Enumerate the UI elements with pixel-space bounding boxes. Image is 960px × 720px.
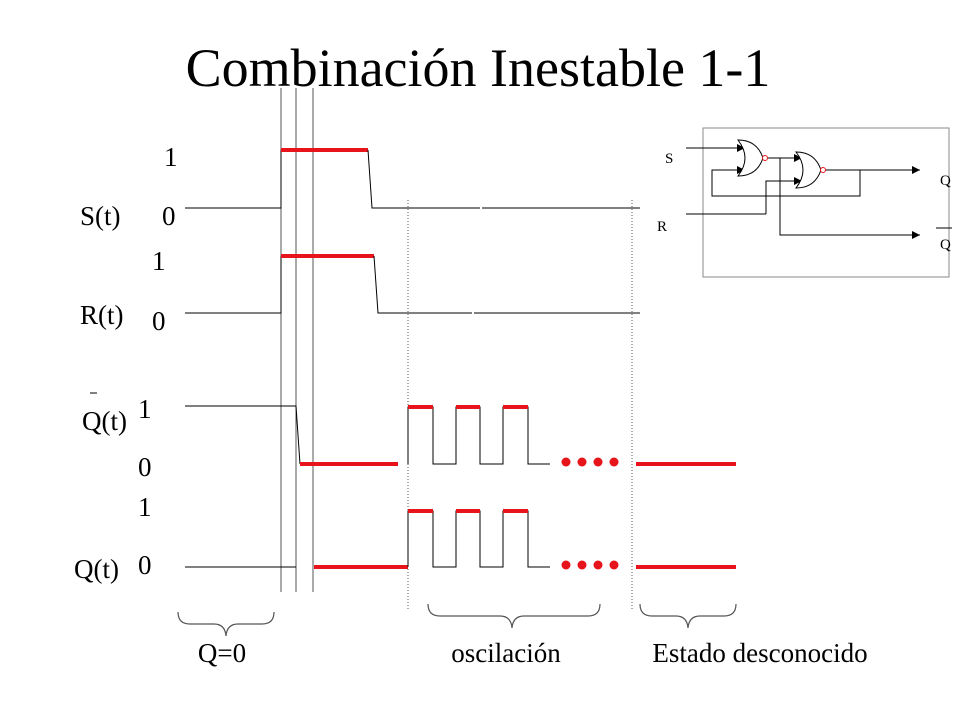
qbar-waveform: [185, 405, 736, 466]
phase-braces: [177, 603, 737, 637]
nor-gate-1: [736, 139, 768, 177]
ellipsis-dot: [609, 457, 619, 467]
circuit-qbar-label: Q: [940, 237, 951, 253]
r-signal-label: R(t): [80, 300, 124, 330]
qbar-level-zero: 0: [138, 452, 152, 482]
qbar-ellipsis-dots: [561, 457, 619, 467]
q-level-zero: 0: [138, 550, 152, 580]
ellipsis-dot: [561, 560, 571, 570]
s-wave-fall-low: [367, 149, 480, 209]
ellipsis-dot: [577, 457, 587, 467]
time-guides: [280, 88, 314, 592]
s-signal-label: S(t): [80, 201, 121, 231]
brace-q-zero: [177, 611, 275, 637]
r-wave-low-rise: [185, 256, 282, 314]
circuit-q-label: Q: [940, 173, 951, 189]
arrow-gate2-in-b: [794, 177, 802, 185]
arrow-s-input: [737, 144, 745, 152]
r-level-one: 1: [152, 246, 166, 276]
circuit-s-label: S: [665, 151, 673, 167]
q-oscillation: [407, 510, 550, 568]
q-zero-label: Q=0: [198, 638, 246, 668]
arrow-gate2-in-a: [794, 154, 802, 162]
qbar-signal-label: Q(t): [82, 406, 127, 436]
r-to-gate2-wire: [765, 180, 802, 214]
r-waveform: [185, 254, 640, 314]
brace-oscillation: [427, 603, 601, 629]
q-waveform: [185, 509, 736, 569]
s-waveform: [185, 148, 640, 209]
circuit-wires: [686, 147, 920, 236]
nor-gate-2-bubble: [820, 167, 826, 173]
brace-unknown: [639, 603, 737, 629]
q-signal-label: Q(t): [74, 554, 119, 584]
ellipsis-dot: [609, 560, 619, 570]
r-wave-fall-low: [373, 255, 472, 314]
ellipsis-dot: [577, 560, 587, 570]
page-title: Combinación Inestable 1-1: [186, 38, 771, 98]
s-level-one: 1: [164, 142, 178, 172]
nor-gate-1-bubble: [762, 155, 768, 161]
arrow-q-output: [912, 166, 920, 174]
q-level-one: 1: [138, 492, 152, 522]
circuit-r-label: R: [657, 219, 667, 235]
r-level-zero: 0: [152, 306, 166, 336]
unknown-state-label: Estado desconocido: [652, 638, 867, 668]
s-wave-low-rise: [185, 150, 282, 209]
circuit-box: [702, 127, 950, 278]
nor-gate-2: [794, 151, 826, 189]
qbar-level-one: 1: [138, 394, 152, 424]
qbar-oscillation: [407, 406, 550, 465]
nor-gate-2-body: [794, 151, 822, 189]
qbar-wave-high-fall: [185, 405, 301, 465]
ellipsis-dot: [561, 457, 571, 467]
latch-circuit: S R Q Q: [657, 127, 952, 278]
gate1-out-to-qbar: [779, 158, 920, 236]
ellipsis-dot: [593, 457, 603, 467]
arrow-qbar-output: [912, 231, 920, 239]
oscillation-label: oscilación: [451, 638, 561, 668]
gate2-out-to-q: [711, 169, 861, 197]
circuit-arrowheads: [737, 144, 920, 239]
s-level-zero: 0: [162, 201, 176, 231]
ellipsis-dot: [593, 560, 603, 570]
nor-gate-1-body: [736, 139, 764, 177]
arrow-gate1-feedback: [737, 166, 745, 174]
q-ellipsis-dots: [561, 560, 619, 570]
